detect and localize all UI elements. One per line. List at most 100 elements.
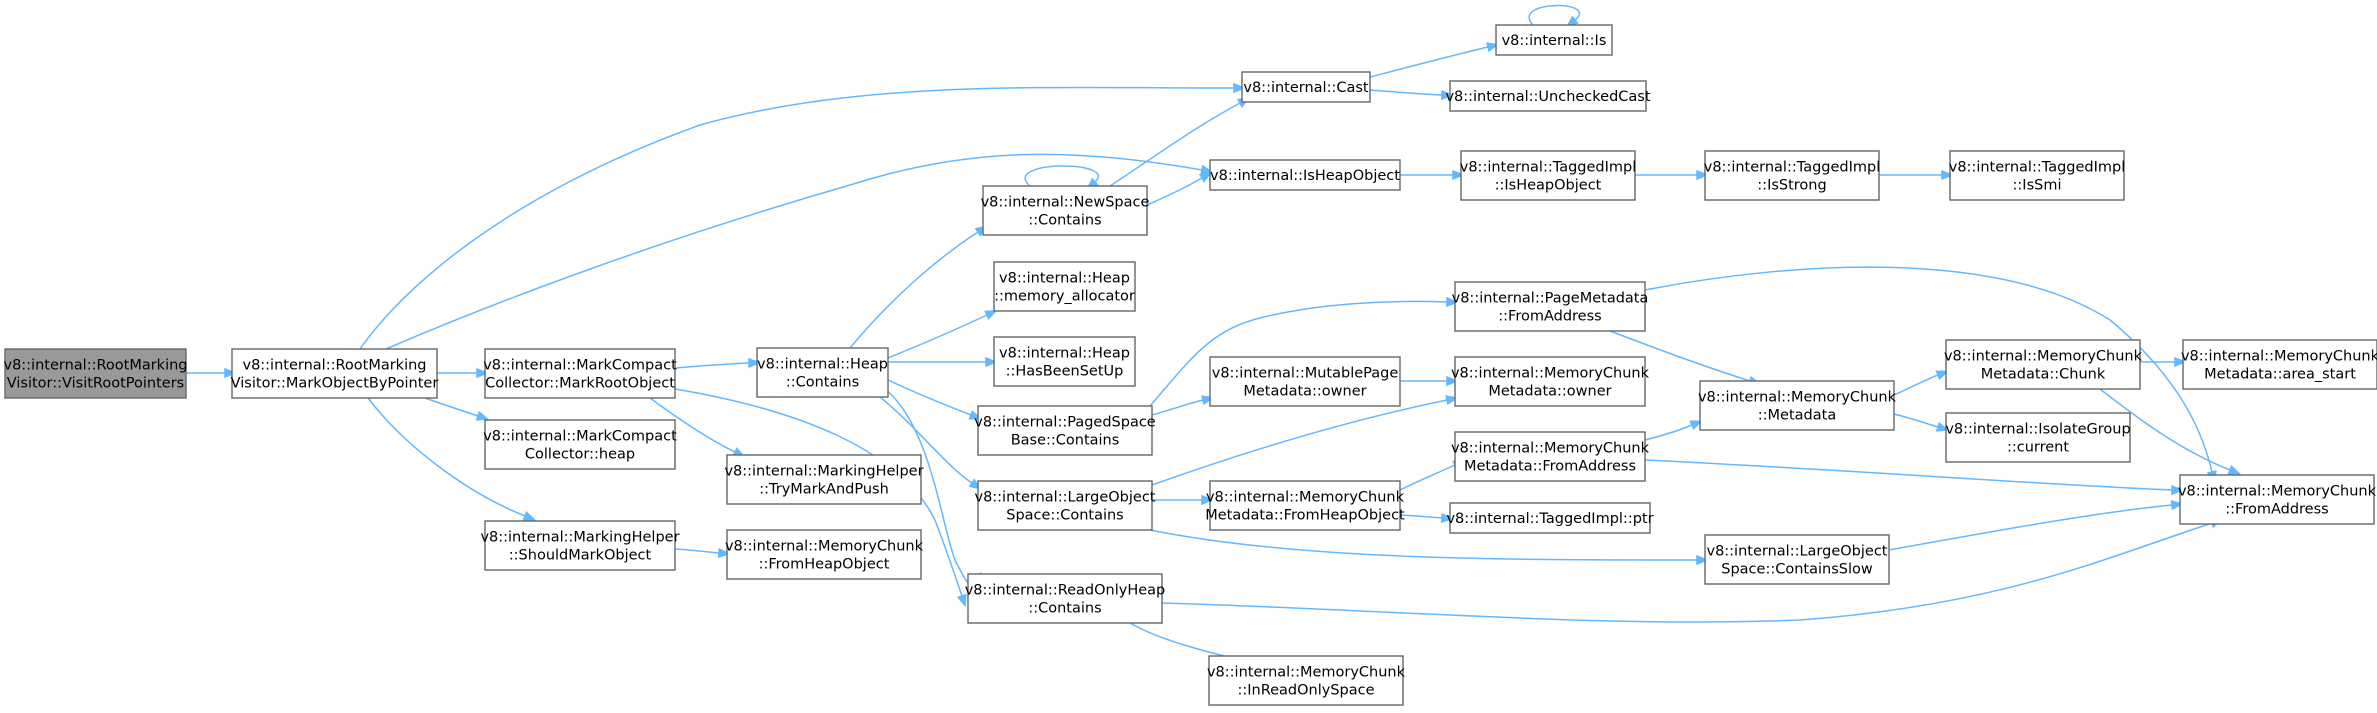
edge-should-mark-to-mc-from-heap-object-a bbox=[674, 547, 731, 559]
node-label: ::current bbox=[2007, 440, 2069, 456]
node-mark-obj-ptr[interactable]: v8::internal::RootMarkingVisitor::MarkOb… bbox=[231, 348, 439, 399]
edge-is-to-is bbox=[1528, 4, 1580, 28]
node-label: v8::internal::RootMarking bbox=[242, 358, 426, 374]
edge-line bbox=[1644, 424, 1693, 441]
node-label: ::memory_allocator bbox=[994, 289, 1135, 305]
node-box bbox=[1704, 534, 1890, 585]
node-in-readonly-space[interactable]: v8::internal::MemoryChunk::InReadOnlySpa… bbox=[1207, 655, 1406, 706]
node-tagged-is-heap-object[interactable]: v8::internal::TaggedImpl::IsHeapObject bbox=[1460, 150, 1637, 201]
node-label: v8::internal::MarkCompact bbox=[483, 429, 677, 445]
node-has-been-setup[interactable]: v8::internal::Heap::HasBeenSetUp bbox=[993, 336, 1136, 387]
node-box bbox=[982, 185, 1148, 236]
edge-heap-contains-to-newspace-contains bbox=[849, 225, 989, 349]
node-tagged-is-strong[interactable]: v8::internal::TaggedImpl::IsStrong bbox=[1704, 150, 1881, 201]
node-label: v8::internal::MemoryChunk bbox=[1451, 441, 1650, 457]
edge-tagged-is-heap-object-to-tagged-is-strong bbox=[1635, 169, 1710, 181]
node-box bbox=[1699, 380, 1895, 431]
node-label: ::Contains bbox=[1028, 213, 1101, 229]
node-newspace-contains[interactable]: v8::internal::NewSpace::Contains bbox=[981, 185, 1150, 236]
node-label: v8::internal::Heap bbox=[757, 357, 888, 373]
edge-arrowhead bbox=[1935, 421, 1950, 432]
node-box bbox=[484, 348, 676, 399]
node-box bbox=[484, 419, 676, 470]
node-box bbox=[1945, 339, 2141, 390]
edge-arrowhead bbox=[956, 593, 967, 608]
node-try-mark-push[interactable]: v8::internal::MarkingHelper::TryMarkAndP… bbox=[724, 454, 924, 505]
node-mc-from-address[interactable]: v8::internal::MemoryChunk::FromAddress bbox=[2178, 474, 2377, 525]
edge-line bbox=[424, 397, 479, 417]
node-isolate-group-current[interactable]: v8::internal::IsolateGroup::current bbox=[1945, 412, 2131, 463]
edge-line bbox=[367, 397, 526, 517]
edge-mark-obj-ptr-to-mark-root-object bbox=[437, 367, 490, 379]
node-label: Visitor::VisitRootPointers bbox=[7, 376, 184, 392]
node-label: v8::internal::TaggedImpl::ptr bbox=[1446, 511, 1653, 527]
edge-line bbox=[1369, 89, 1443, 96]
node-label: Space::ContainsSlow bbox=[1721, 562, 1873, 578]
node-mcm-from-address[interactable]: v8::internal::MemoryChunkMetadata::FromA… bbox=[1451, 431, 1650, 482]
node-label: v8::internal::Is bbox=[1502, 33, 1607, 49]
node-page-meta-from-addr[interactable]: v8::internal::PageMetadata::FromAddress bbox=[1452, 281, 1649, 332]
node-memory-allocator[interactable]: v8::internal::Heap::memory_allocator bbox=[993, 261, 1136, 312]
edge-line bbox=[1893, 374, 1939, 396]
node-label: v8::internal::LargeObject bbox=[974, 490, 1155, 506]
edge-paged-contains-to-mutable-page-owner bbox=[1151, 395, 1215, 416]
node-label: ::InReadOnlySpace bbox=[1237, 683, 1374, 699]
node-cast[interactable]: v8::internal::Cast bbox=[1241, 71, 1371, 103]
edge-large-contains-to-mcm-owner bbox=[1151, 395, 1459, 486]
node-should-mark[interactable]: v8::internal::MarkingHelper::ShouldMarkO… bbox=[480, 520, 680, 571]
edge-mark-obj-ptr-to-is-heap-object bbox=[385, 153, 1214, 350]
node-mcm-area-start[interactable]: v8::internal::MemoryChunkMetadata::area_… bbox=[2181, 339, 2377, 390]
node-tagged-is-smi[interactable]: v8::internal::TaggedImpl::IsSmi bbox=[1949, 150, 2126, 201]
edge-arrowhead bbox=[1446, 296, 1460, 308]
edge-line bbox=[1151, 399, 1448, 486]
node-label: Metadata::area_start bbox=[2204, 367, 2356, 383]
node-label: v8::internal::UncheckedCast bbox=[1445, 89, 1650, 105]
node-mark-root-object[interactable]: v8::internal::MarkCompactCollector::Mark… bbox=[483, 348, 677, 399]
node-box bbox=[2179, 474, 2375, 525]
node-label: ::ShouldMarkObject bbox=[509, 548, 652, 564]
edge-mcm-chunk-to-mcm-area-start bbox=[2139, 356, 2188, 368]
node-is-heap-object[interactable]: v8::internal::IsHeapObject bbox=[1209, 159, 1401, 191]
edge-arrowhead bbox=[985, 356, 999, 368]
edge-mcm-from-heap-object-to-tagged-ptr bbox=[1399, 512, 1454, 524]
edge-arrowhead bbox=[717, 547, 731, 559]
edge-readonly-contains-to-mc-from-address bbox=[1161, 518, 2224, 623]
edge-mutable-page-owner-to-mcm-owner bbox=[1400, 375, 1460, 387]
node-label: v8::internal::IsHeapObject bbox=[1210, 168, 1400, 184]
node-label: v8::internal::TaggedImpl bbox=[1949, 160, 2126, 176]
node-heap-contains[interactable]: v8::internal::Heap::Contains bbox=[756, 347, 889, 398]
node-label: v8::internal::NewSpace bbox=[981, 195, 1150, 211]
edge-arrowhead bbox=[2174, 356, 2188, 368]
node-label: v8::internal::MemoryChunk bbox=[1206, 490, 1405, 506]
node-box bbox=[484, 520, 676, 571]
edge-tagged-is-strong-to-tagged-is-smi bbox=[1879, 169, 1955, 181]
node-mc-metadata[interactable]: v8::internal::MemoryChunk::Metadata bbox=[1698, 380, 1897, 431]
node-readonly-contains[interactable]: v8::internal::ReadOnlyHeap::Contains bbox=[965, 573, 1166, 624]
node-label: ::IsSmi bbox=[2013, 178, 2062, 194]
edge-line bbox=[1129, 622, 1241, 661]
edge-heap-contains-to-paged-contains bbox=[887, 379, 983, 420]
node-box bbox=[977, 480, 1153, 531]
node-tagged-ptr[interactable]: v8::internal::TaggedImpl::ptr bbox=[1446, 502, 1654, 534]
node-box bbox=[1495, 24, 1613, 56]
node-mc-from-heap-object-a[interactable]: v8::internal::MemoryChunk::FromHeapObjec… bbox=[725, 529, 924, 580]
node-unchecked-cast[interactable]: v8::internal::UncheckedCast bbox=[1445, 80, 1651, 112]
edge-arrowhead bbox=[1941, 169, 1955, 181]
node-visit-root[interactable]: v8::internal::RootMarkingVisitor::VisitR… bbox=[3, 348, 188, 399]
node-large-contains-slow[interactable]: v8::internal::LargeObjectSpace::Contains… bbox=[1704, 534, 1890, 585]
edge-arrowhead bbox=[2227, 464, 2242, 475]
node-label: ::HasBeenSetUp bbox=[1006, 364, 1124, 380]
node-box bbox=[1454, 281, 1646, 332]
node-box bbox=[1454, 356, 1646, 407]
node-mcm-from-heap-object[interactable]: v8::internal::MemoryChunkMetadata::FromH… bbox=[1205, 480, 1405, 531]
edge-line bbox=[1151, 399, 1204, 416]
node-label: v8::internal::Cast bbox=[1243, 80, 1369, 96]
edge-line bbox=[1528, 4, 1580, 26]
node-is[interactable]: v8::internal::Is bbox=[1495, 24, 1613, 56]
